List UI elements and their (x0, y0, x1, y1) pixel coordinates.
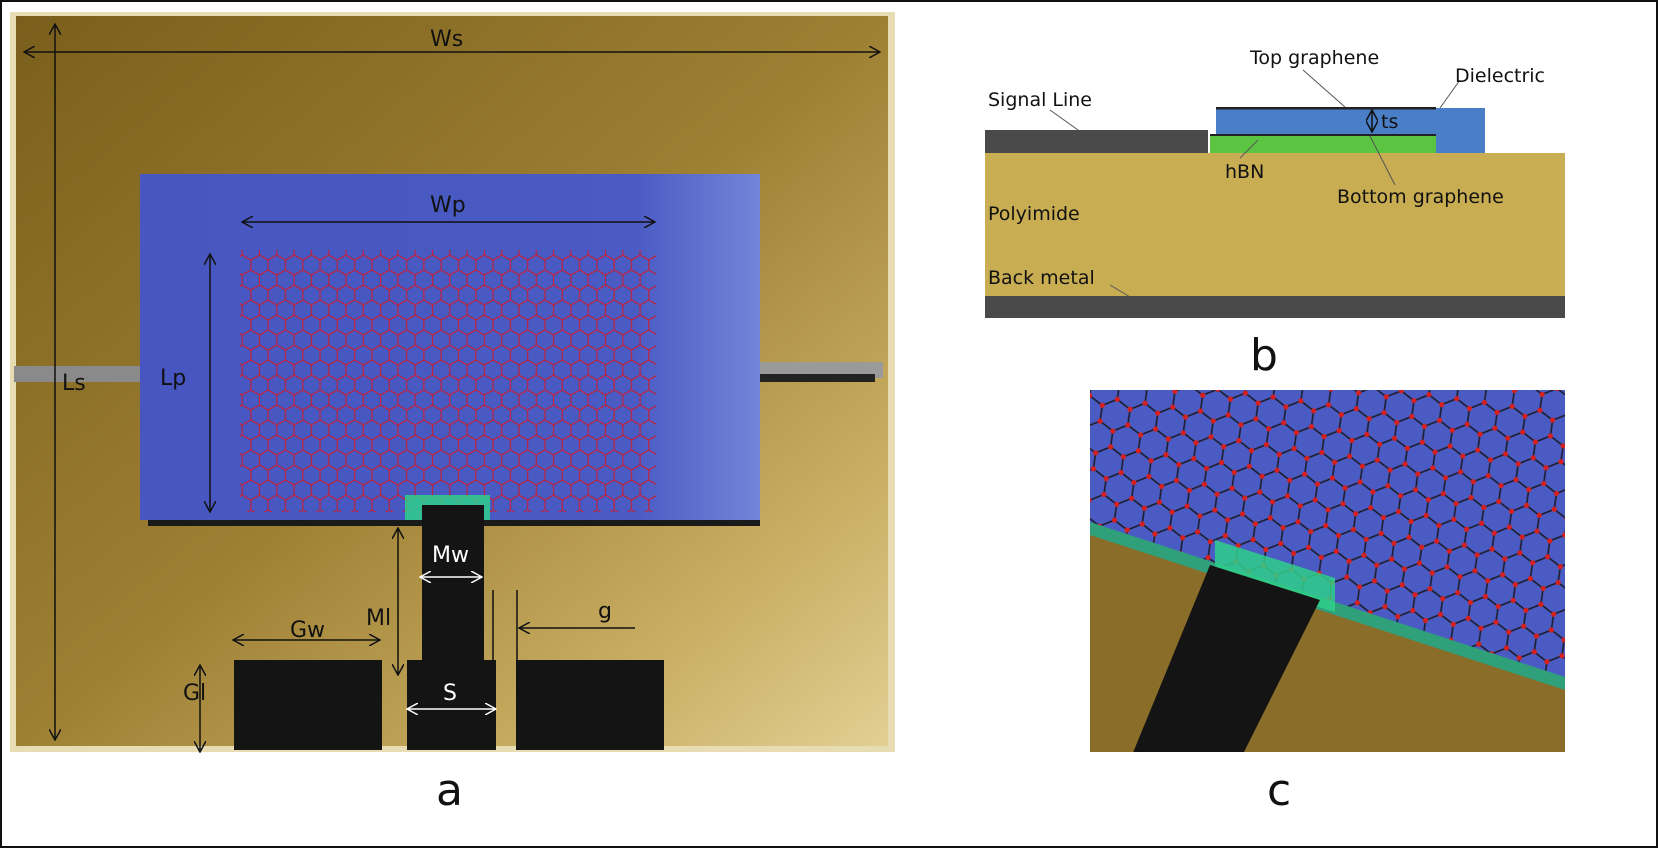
caption-a: a (436, 765, 463, 816)
top-graphene-layer (1216, 107, 1436, 110)
bottom-graphene-layer (1210, 134, 1436, 137)
dielectric-layer (1435, 108, 1485, 153)
label-dielectric: Dielectric (1455, 65, 1545, 87)
back-metal-layer (985, 296, 1565, 318)
label-top-graphene: Top graphene (1249, 47, 1379, 69)
ground-pad-right (516, 660, 664, 750)
ground-pad-left (234, 660, 382, 750)
label-g: g (598, 599, 612, 624)
hbn-closeup (1215, 540, 1335, 612)
label-polyimide: Polyimide (988, 203, 1080, 225)
label-bottom-graphene: Bottom graphene (1337, 186, 1504, 208)
label-ts: ts (1381, 111, 1398, 133)
polyimide-layer (985, 153, 1565, 298)
panel-c: c (1090, 390, 1565, 816)
label-signal-line: Signal Line (988, 89, 1092, 111)
label-s: S (443, 681, 457, 706)
panel-b: Top graphene Dielectric Signal Line ts h… (985, 47, 1565, 381)
panel-a: Ws Ls Wp Lp Mw Ml Gw Gl S g a (10, 12, 895, 816)
label-wp: Wp (430, 193, 466, 218)
feed-line-left (14, 366, 144, 382)
graphene-closeup (1090, 390, 1565, 680)
label-gw: Gw (290, 618, 325, 643)
dielectric-top (1216, 108, 1436, 134)
caption-b: b (1250, 330, 1278, 381)
label-ws: Ws (430, 27, 463, 52)
label-lp: Lp (160, 366, 186, 391)
graphene-lattice (240, 250, 656, 512)
caption-c: c (1267, 765, 1291, 816)
label-ls: Ls (62, 371, 86, 396)
dimension-arrows (24, 24, 880, 752)
hbn-layer (1210, 136, 1436, 153)
leader-lines (1049, 69, 1461, 298)
label-gl: Gl (183, 681, 206, 706)
signal-line-layer (985, 130, 1208, 153)
label-mw: Mw (432, 543, 469, 568)
label-ml: Ml (366, 606, 391, 631)
white-arrows (407, 577, 496, 709)
label-hbn: hBN (1225, 161, 1264, 183)
label-back-metal: Back metal (988, 267, 1095, 289)
feed-closeup (1133, 565, 1320, 752)
